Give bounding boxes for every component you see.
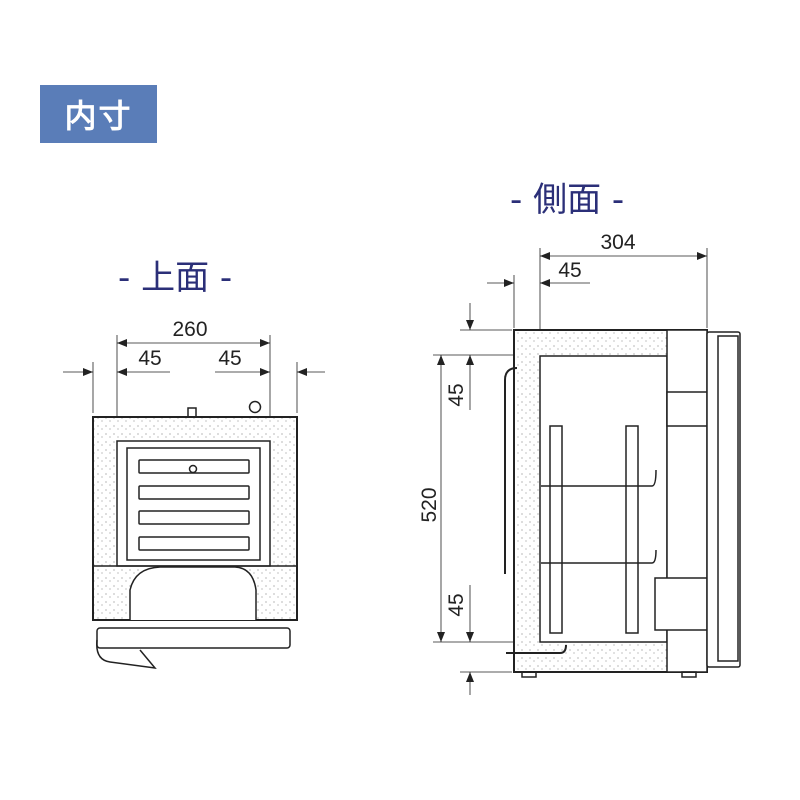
dim-side-rear-wall: 45 [558,259,581,282]
inner-dimensions-badge: 内寸 [40,85,157,143]
top-view-title: - 上面 - [118,258,233,298]
dim-top-width: 260 [172,318,207,341]
dim-top-right-wall: 45 [218,347,241,370]
shelf-slots [138,459,250,551]
side-door-handle [504,367,518,574]
side-view-title: - 側面 - [510,180,625,220]
dim-side-depth: 304 [600,231,635,254]
shelf-rails [541,425,657,634]
side-view: 304 45 520 45 45 [418,231,741,695]
top-view: 260 45 45 [63,318,325,669]
dim-side-bottom-wall: 45 [445,593,468,616]
top-view-handle [96,639,157,669]
dim-side-top-wall: 45 [445,383,468,406]
dim-top-left-wall: 45 [138,347,161,370]
dim-side-height: 520 [418,487,441,522]
